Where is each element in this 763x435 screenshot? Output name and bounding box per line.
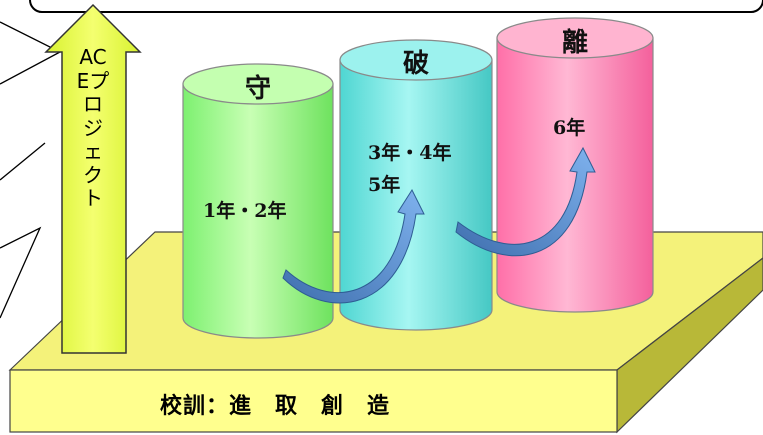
pillar-ri-years: 6年 xyxy=(553,117,586,139)
top-callout-box xyxy=(29,0,763,13)
pillar-shu-years: 1年・2年 xyxy=(203,200,287,222)
pillar-ri-title: 離 xyxy=(561,28,589,58)
pillar-ha-years: 3年・4年 xyxy=(368,142,452,164)
flow-arrow-1 xyxy=(282,188,425,304)
pillar-shu xyxy=(182,63,334,339)
ace-project-label: ACEプロジェクト xyxy=(76,45,110,210)
flow-arrow-2 xyxy=(455,146,596,257)
ace-project-arrow xyxy=(44,3,142,354)
school-motto: 校訓：進 取 創 造 xyxy=(160,393,391,419)
pillar-ha-years-2: 5年 xyxy=(368,174,401,196)
pillar-ha xyxy=(339,39,493,331)
pillar-shu-title: 守 xyxy=(244,74,272,104)
speech-bubble-tails xyxy=(0,21,62,319)
pillar-ha-title: 破 xyxy=(402,49,430,79)
